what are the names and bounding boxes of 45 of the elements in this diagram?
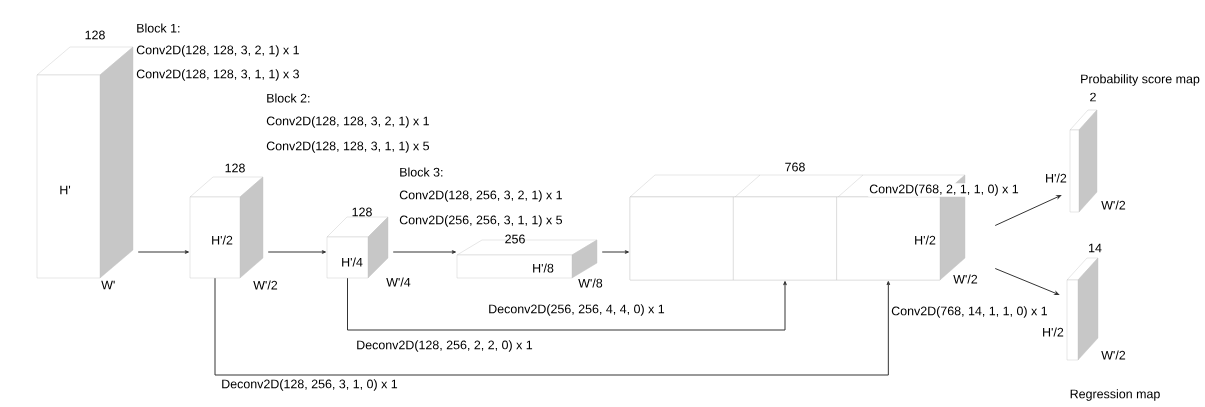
layer-label: Block 2: <box>267 93 310 103</box>
edge-label: Conv2D(768, 2, 1, 1, 0) x 1 <box>868 183 1020 197</box>
dimension-label: H'/2 <box>1046 173 1067 183</box>
dimension-label: W'/2 <box>253 280 278 290</box>
layer-label: Conv2D(128, 256, 3, 2, 1) x 1 <box>399 190 562 202</box>
dimension-label: 256 <box>505 234 525 244</box>
edge-label: Conv2D(768, 14, 1, 1, 0) x 1 <box>890 305 1049 319</box>
arrow <box>994 195 1062 226</box>
layer-label: H'/2 <box>915 235 936 245</box>
layer-label: Block 3: <box>400 167 443 177</box>
edge-label: Deconv2D(128, 256, 3, 1, 0) x 1 <box>220 378 399 392</box>
arrow <box>601 250 629 254</box>
layer-label: Block 1: <box>137 23 180 33</box>
layer-label: Conv2D(128, 128, 3, 2, 1) x 1 <box>266 116 429 128</box>
layer-label: Conv2D(256, 256, 3, 1, 1) x 5 <box>399 215 562 227</box>
dimension-label: 2 <box>1090 92 1096 102</box>
arrow <box>347 277 787 331</box>
arrow <box>267 250 326 254</box>
layer-label: Conv2D(128, 128, 3, 1, 1) x 3 <box>136 69 299 81</box>
arrow <box>392 250 456 254</box>
dimension-label: W'/8 <box>578 278 603 288</box>
dimension-label: 14 <box>1089 243 1102 253</box>
layer-label: Conv2D(128, 128, 3, 2, 1) x 1 <box>136 45 299 57</box>
dimension-label: W' <box>101 280 115 290</box>
layer-label: Conv2D(128, 128, 3, 1, 1) x 5 <box>266 141 429 153</box>
dimension-label: W'/2 <box>1101 200 1126 210</box>
dimension-label: W'/2 <box>1101 350 1126 360</box>
edge-label: Deconv2D(128, 256, 2, 2, 0) x 1 <box>355 339 534 353</box>
layer-label: H'/4 <box>342 257 363 267</box>
dimension-label: W'/4 <box>386 277 411 287</box>
layer-label: Deconv2D(256, 256, 4, 4, 0) x 1 <box>489 304 665 316</box>
dimension-label: 768 <box>785 162 805 172</box>
dimension-label: 128 <box>85 30 105 40</box>
layer-label: Regression map <box>1070 389 1160 401</box>
arrow <box>994 268 1060 296</box>
dimension-label: 128 <box>352 207 372 217</box>
layer-label: H'/8 <box>533 263 554 273</box>
layer-label: Probability score map <box>1081 74 1200 86</box>
dimension-label: H'/2 <box>1043 327 1064 337</box>
dimension-label: 128 <box>225 163 245 173</box>
arrow <box>137 250 189 254</box>
section-box <box>629 196 734 281</box>
dimension-label: W'/2 <box>953 274 978 284</box>
arrow <box>214 277 891 376</box>
section-box <box>733 196 837 281</box>
